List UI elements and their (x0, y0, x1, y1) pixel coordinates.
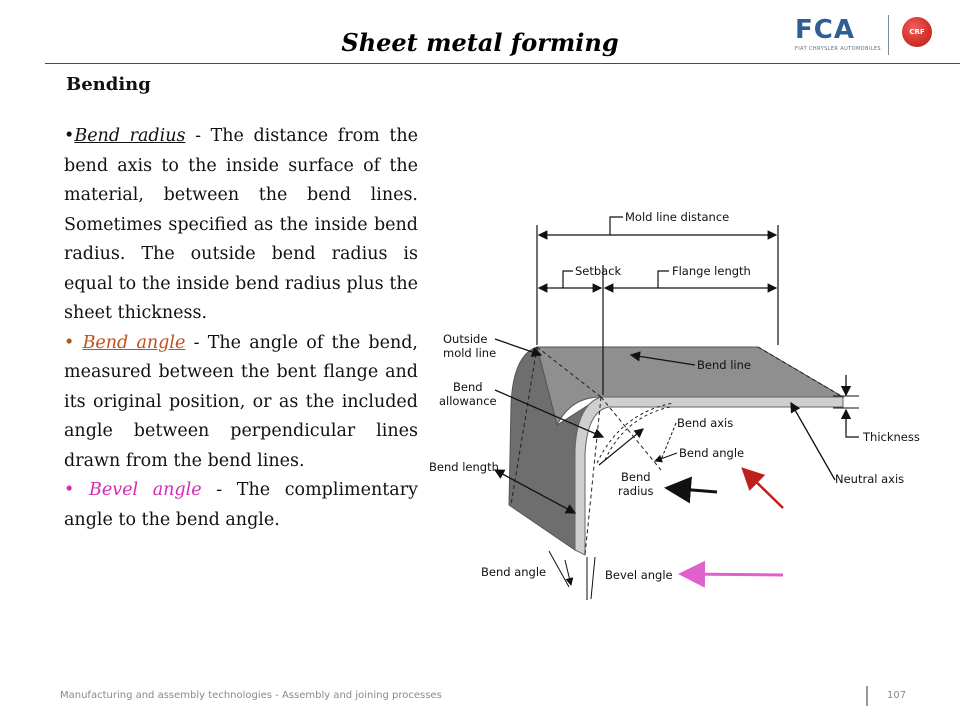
fca-logo-letters: FCA (795, 15, 855, 45)
label-bend-angle-bottom: Bend angle (481, 565, 546, 579)
highlight-arrow-bend-radius (664, 476, 718, 504)
slide-title: Sheet metal forming (341, 28, 619, 57)
sheet-front-edge (574, 396, 844, 556)
label-flange-length: Flange length (672, 264, 751, 278)
crf-logo-letters: CRF (909, 28, 925, 36)
label-outside-mold-line-1: Outside (443, 332, 487, 346)
section-subtitle: Bending (66, 74, 151, 95)
bullet-dot: • (64, 332, 75, 353)
title-divider (45, 63, 960, 64)
term-bend-angle: Bend angle (82, 332, 186, 353)
bullet-dot: • (64, 480, 75, 500)
crf-logo: CRF (902, 17, 932, 47)
label-bevel-angle: Bevel angle (605, 568, 673, 582)
logo-divider (888, 15, 889, 55)
bullet-bend-angle: • Bend angle - The angle of the bend, me… (64, 329, 418, 477)
bend-diagram-svg: Mold line distance Setback Flange length… (429, 210, 920, 600)
footer-divider (866, 686, 868, 706)
bullet-text: - The angle of the bend, measured betwee… (64, 332, 418, 471)
bullet-bevel-angle: • Bevel angle - The complimentary angle … (64, 476, 418, 535)
page-number: 107 (887, 690, 907, 701)
bend-diagram: Mold line distance Setback Flange length… (425, 205, 930, 605)
label-bend-length: Bend length (429, 460, 499, 474)
dimension-lines (536, 216, 779, 395)
bullet-bend-radius: •Bend radius - The distance from the ben… (64, 122, 418, 329)
label-bend-allowance-1: Bend (453, 380, 483, 394)
highlight-arrow-bevel-angle (678, 560, 784, 588)
fca-logo: FCA FIAT CHRYSLER AUTOMOBILES (795, 17, 881, 55)
footer-course-title: Manufacturing and assembly technologies … (60, 690, 442, 701)
label-thickness: Thickness (862, 430, 920, 444)
bullet-list: •Bend radius - The distance from the ben… (64, 122, 418, 535)
label-outside-mold-line-2: mold line (443, 346, 496, 360)
label-bend-radius-1: Bend (621, 470, 651, 484)
label-bend-axis: Bend axis (677, 416, 733, 430)
label-bend-radius-2: radius (618, 484, 654, 498)
label-setback: Setback (575, 264, 622, 278)
bullet-dot: • (64, 126, 75, 146)
label-bend-allowance-2: allowance (439, 394, 497, 408)
label-mold-line-distance: Mold line distance (625, 210, 729, 224)
bullet-text: - The distance from the bend axis to the… (64, 126, 418, 323)
fca-logo-subtitle: FIAT CHRYSLER AUTOMOBILES (795, 46, 882, 52)
term-bend-radius: Bend radius (74, 126, 186, 146)
label-bend-angle-right: Bend angle (679, 446, 744, 460)
term-bevel-angle: Bevel angle (88, 480, 202, 500)
bullet-text: - The complimentary angle to the bend an… (64, 480, 418, 530)
label-bend-line: Bend line (697, 358, 751, 372)
highlight-arrow-bend-angle (741, 467, 784, 509)
label-neutral-axis: Neutral axis (835, 472, 904, 486)
